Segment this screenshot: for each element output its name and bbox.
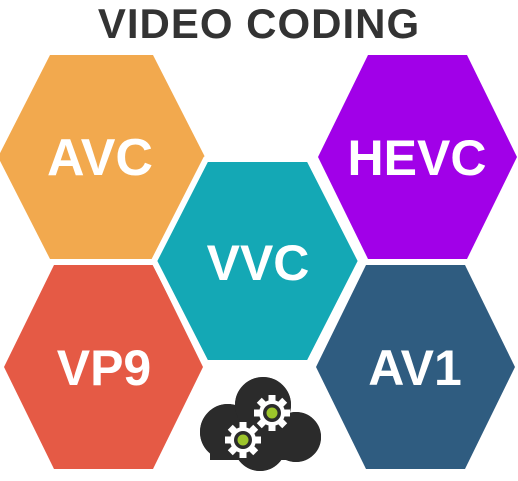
hexagon-hevc-label: HEVC: [348, 130, 487, 186]
diagram-title: VIDEO CODING: [98, 0, 420, 47]
hexagon-vp9: VP9: [4, 265, 203, 469]
hexagon-hevc: HEVC: [318, 55, 517, 259]
hexagon-av1: AV1: [316, 265, 515, 469]
hexagon-av1-shape: [316, 265, 515, 469]
gear-icon: [254, 395, 290, 431]
hexagon-vvc-shape: [151, 156, 364, 366]
gear-icon: [225, 422, 261, 458]
hexagon-hevc-shape: [318, 55, 517, 259]
hexagon-vvc-label: VVC: [207, 235, 310, 291]
hexagon-avc-shape: [0, 55, 205, 259]
hexagon-vp9-shape: [4, 265, 203, 469]
hexagon-vp9-label: VP9: [57, 340, 152, 396]
hexagon-av1-label: AV1: [368, 340, 462, 396]
hexagon-avc: AVC: [0, 55, 205, 259]
cloud-icon: [196, 373, 325, 475]
hexagon-vvc: VVC: [151, 156, 364, 366]
hexagon-avc-label: AVC: [47, 129, 153, 187]
